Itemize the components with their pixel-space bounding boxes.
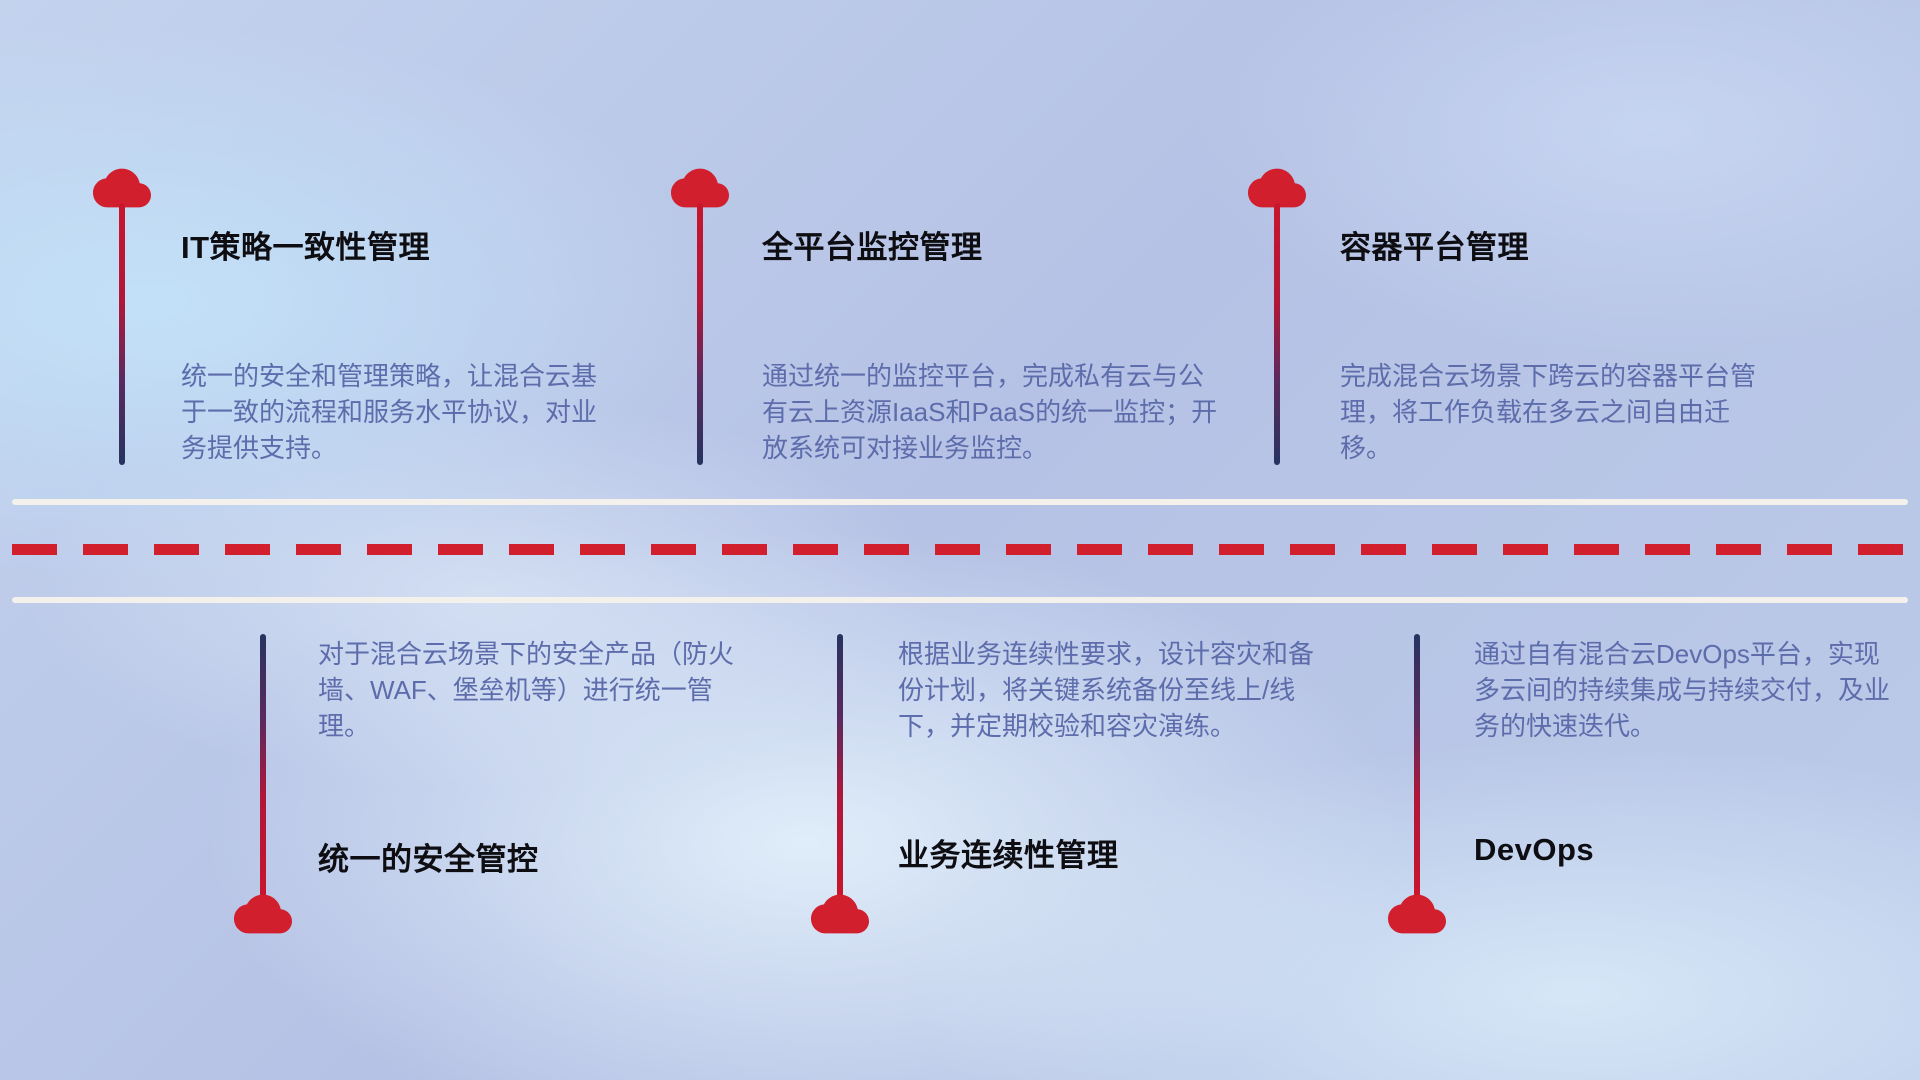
feature-title-devops: DevOps <box>1474 832 1595 867</box>
feature-desc-monitoring: 通过统一的监控平台，完成私有云与公有云上资源IaaS和PaaS的统一监控；开放系… <box>762 361 1218 463</box>
cloud-icon <box>234 894 292 934</box>
feature-title-container: 容器平台管理 <box>1340 230 1529 265</box>
timeline-stem <box>260 634 266 898</box>
divider-line-top <box>12 499 1908 505</box>
feature-desc-it-policy: 统一的安全和管理策略，让混合云基于一致的流程和服务水平协议，对业务提供支持。 <box>181 361 598 463</box>
feature-desc-continuity: 根据业务连续性要求，设计容灾和备份计划，将关键系统备份至线上/线下，并定期校验和… <box>898 639 1315 741</box>
timeline-stem <box>837 634 843 898</box>
divider-dashed-line <box>12 544 1908 555</box>
cloud-icon <box>93 168 151 208</box>
cloud-icon <box>811 894 869 934</box>
cloud-icon <box>671 168 729 208</box>
divider-line-bottom <box>12 597 1908 603</box>
timeline-stem <box>1414 634 1420 898</box>
timeline-stem <box>119 203 125 465</box>
feature-desc-security: 对于混合云场景下的安全产品（防火墙、WAF、堡垒机等）进行统一管理。 <box>318 639 735 741</box>
timeline-stem <box>1274 203 1280 465</box>
feature-desc-devops: 通过自有混合云DevOps平台，实现多云间的持续集成与持续交付，及业务的快速迭代… <box>1474 639 1891 741</box>
feature-title-continuity: 业务连续性管理 <box>898 838 1119 873</box>
timeline-stem <box>697 203 703 465</box>
cloud-icon <box>1248 168 1306 208</box>
feature-title-it-policy: IT策略一致性管理 <box>181 230 431 265</box>
feature-title-monitoring: 全平台监控管理 <box>762 230 983 265</box>
cloud-icon <box>1388 894 1446 934</box>
feature-title-security: 统一的安全管控 <box>318 842 539 877</box>
feature-desc-container: 完成混合云场景下跨云的容器平台管理，将工作负载在多云之间自由迁移。 <box>1340 361 1757 463</box>
